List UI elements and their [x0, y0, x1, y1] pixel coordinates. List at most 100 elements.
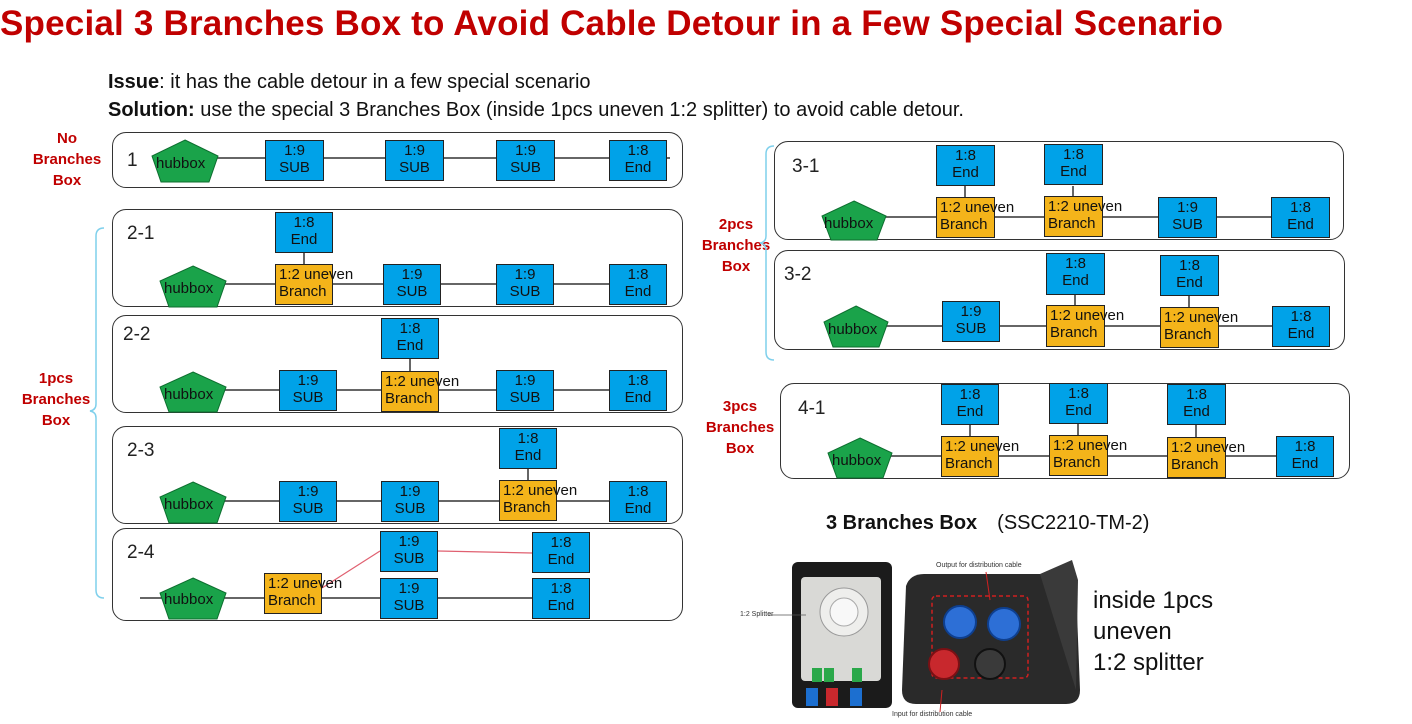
box-kind: SUB — [292, 389, 324, 406]
group-label-line: Box — [721, 258, 751, 275]
box-ratio: 1:2 uneven — [268, 575, 343, 592]
box-ratio: 1:8 — [550, 580, 572, 597]
hubbox-label: hubbox — [164, 496, 214, 513]
issue-text: : it has the cable detour in a few speci… — [159, 71, 591, 93]
photo-label-input: Input for distribution cable — [892, 711, 973, 718]
box-ratio: 1:2 uneven — [1164, 309, 1239, 326]
solution-text: use the special 3 Branches Box (inside 1… — [194, 99, 964, 121]
box-kind: SUB — [399, 159, 430, 176]
box-kind: Branch — [268, 592, 316, 609]
box-kind: Branch — [503, 499, 551, 516]
box-ratio: 1:8 — [955, 147, 976, 164]
group-label-1pcs: 1pcs Branches Box — [18, 368, 94, 431]
product-description-line: 1:2 splitter — [1093, 649, 1204, 676]
box-kind: End — [1065, 402, 1092, 419]
box-kind: SUB — [509, 389, 541, 406]
box-kind: SUB — [1172, 216, 1203, 233]
box-kind: Branch — [279, 283, 327, 300]
hubbox-label: hubbox — [164, 280, 214, 297]
hubbox-label: hubbox — [164, 591, 214, 608]
panel-label: 2-1 — [127, 223, 155, 244]
product-description-line: inside 1pcs — [1093, 587, 1214, 614]
box-ratio: 1:2 uneven — [1048, 198, 1123, 215]
box-ratio: 1:8 — [1179, 257, 1200, 274]
box-kind: End — [396, 337, 424, 354]
group-label-line: 2pcs — [718, 216, 754, 233]
callout-line — [939, 689, 943, 713]
box-ratio: 1:2 uneven — [385, 373, 460, 390]
box-kind: SUB — [510, 159, 541, 176]
port-blue — [943, 605, 977, 639]
box-kind: End — [1287, 325, 1315, 342]
panel-label: 4-1 — [798, 398, 826, 419]
box-ratio: 1:9 — [1177, 199, 1198, 216]
group-label-2pcs: 2pcs Branches Box — [698, 214, 774, 277]
box-closed-side — [1040, 560, 1078, 690]
group-label-line: Box — [725, 440, 755, 457]
box-kind: Branch — [385, 390, 433, 407]
box-kind: End — [1176, 274, 1203, 291]
product-title: 3 Branches Box(SSC2210-TM-2) — [826, 512, 1149, 535]
solution-label: Solution: — [108, 99, 195, 121]
box-ratio: 1:8 — [627, 483, 649, 500]
box-ratio: 1:9 — [398, 533, 420, 550]
box-ratio: 1:8 — [1068, 385, 1089, 402]
box-ratio: 1:8 — [627, 142, 649, 159]
box-ratio: 1:2 uneven — [503, 482, 578, 499]
box-ratio: 1:9 — [284, 142, 305, 159]
hubbox-label: hubbox — [824, 215, 874, 232]
callout-box — [931, 595, 1029, 679]
group-label-line: Box — [52, 172, 82, 189]
group-label-line: No — [57, 130, 77, 147]
group-label-line: Branches — [705, 419, 775, 436]
panel-label: 3-2 — [784, 264, 812, 285]
panel-label: 2-2 — [123, 324, 151, 345]
port-red — [928, 648, 960, 680]
issue-line: Issue: it has the cable detour in a few … — [108, 68, 964, 96]
box-kind: Branch — [945, 455, 993, 472]
panel-label: 2-4 — [127, 542, 155, 563]
box-ratio: 1:2 uneven — [1171, 439, 1246, 456]
splitter-spool — [819, 587, 869, 637]
group-label-3pcs: 3pcs Branches Box — [702, 396, 778, 459]
box-ratio: 1:8 — [627, 372, 649, 389]
box-kind: Branch — [1053, 454, 1101, 471]
box-ratio: 1:8 — [959, 386, 981, 403]
box-ratio: 1:8 — [1290, 308, 1312, 325]
box-ratio: 1:2 uneven — [279, 266, 354, 283]
box-kind: Branch — [1048, 215, 1096, 232]
issue-solution-text: Issue: it has the cable detour in a few … — [108, 68, 964, 124]
group-label-line: Branches — [21, 391, 91, 408]
box-ratio: 1:8 — [399, 320, 421, 337]
box-kind: End — [547, 597, 575, 614]
box-kind: End — [1287, 216, 1314, 233]
group-label-no-branches: No Branches Box — [28, 128, 106, 191]
group-label-line: Box — [41, 412, 71, 429]
box-ratio: 1:9 — [960, 303, 982, 320]
box-kind: End — [624, 389, 652, 406]
box-kind: SUB — [955, 320, 987, 337]
box-ratio: 1:8 — [1186, 386, 1207, 403]
box-ratio: 1:8 — [1065, 255, 1086, 272]
